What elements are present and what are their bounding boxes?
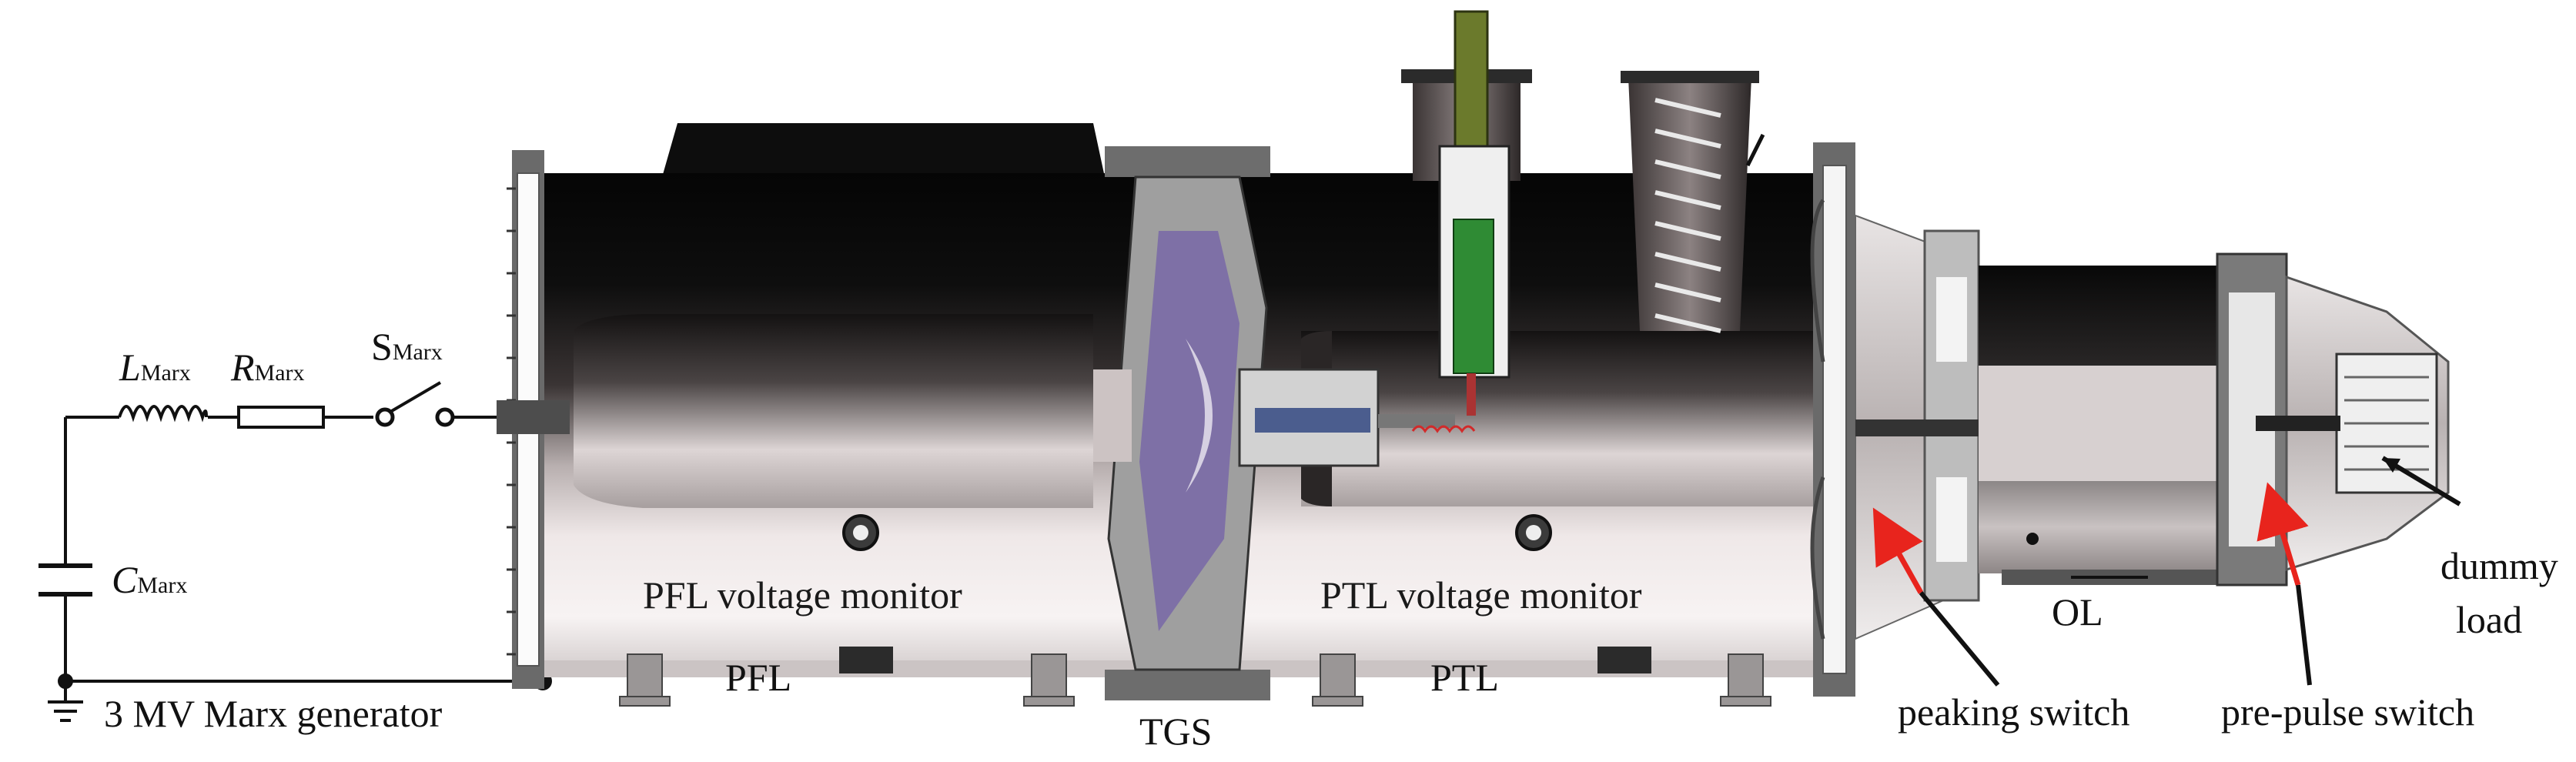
pfl-label: PFL (725, 656, 792, 699)
peaking-black-line (1919, 591, 2000, 687)
tgs-assembly (1105, 146, 1270, 700)
prepulse-rod (2256, 416, 2340, 431)
capacitor-subscript: Marx (137, 573, 188, 598)
switch-symbol: S (371, 325, 393, 368)
input-bushing (497, 400, 570, 434)
bottom-ports (839, 647, 1651, 673)
marx-circuit (38, 381, 552, 722)
ol-label: OL (2052, 590, 2103, 633)
tgs-flange-bottom (1105, 670, 1270, 700)
peaking-switch-body (1855, 214, 1980, 640)
capacitor-label: CMarx (112, 560, 187, 599)
tgs-electrode (1186, 339, 1213, 493)
callout-arrows (1872, 456, 2461, 687)
peaking-flange-window-top (1936, 277, 1967, 362)
peaking-switch-label: peaking switch (1898, 690, 2130, 734)
ol-port (2026, 533, 2039, 545)
right-flange-face (1822, 165, 1847, 674)
peaking-flange-window-bottom (1936, 477, 1967, 562)
prepulse-switch-assembly (2216, 252, 2450, 587)
prepulse-black-line (2296, 584, 2312, 686)
support-feet (619, 653, 1771, 707)
top-dome (662, 123, 1105, 177)
prepulse-switch-label: pre-pulse switch (2221, 690, 2475, 734)
coil-red (1411, 425, 1476, 433)
peaking-gap-rod (1855, 419, 1979, 436)
ol-inner (1979, 366, 2233, 481)
right-flange (1810, 142, 1855, 697)
resistor-box (237, 406, 325, 429)
trigger-structure (1238, 368, 1455, 467)
switch-contact-left (375, 407, 395, 427)
flange-ring-top (1810, 199, 1825, 363)
switch-subscript: Marx (392, 339, 443, 365)
ptl-monitor-port-inner (1526, 525, 1541, 540)
inductor-coil (118, 405, 208, 423)
resistor-subscript: Marx (254, 360, 305, 386)
dummy-label-line1: dummy (2441, 544, 2558, 587)
ground-symbol (48, 681, 83, 722)
switch-contact-right (435, 407, 455, 427)
spiral-pointer (1745, 133, 1765, 167)
resistor-label: RMarx (231, 348, 305, 386)
switch-label: SMarx (371, 327, 443, 366)
peaking-red-arrow (1872, 507, 1924, 594)
tgs-label: TGS (1139, 710, 1213, 753)
flange-ring-bottom (1810, 476, 1825, 640)
pfl-inner-conductor (574, 314, 1093, 508)
spiral-stack (1621, 71, 1765, 333)
marx-generator-label: 3 MV Marx generator (104, 692, 443, 735)
inductor-label: LMarx (119, 348, 191, 386)
dummy-load-arrowhead (2383, 458, 2400, 473)
resistor-symbol: R (231, 346, 255, 389)
trigger-needle (1467, 373, 1476, 416)
tgs-flange-top (1105, 146, 1270, 177)
trigger-core (1255, 408, 1370, 433)
ptl-voltage-monitor-label: PTL voltage monitor (1320, 573, 1642, 617)
prepulse-red-arrow (2257, 482, 2309, 587)
pfl-electrode (1093, 369, 1132, 462)
dummy-label-line2: load (2456, 598, 2523, 641)
pfl-monitor-port-inner (853, 525, 868, 540)
trigger-feedthrough (1401, 10, 1532, 433)
spiral-pot-cap (1621, 71, 1759, 83)
green-trigger-resistor (1453, 219, 1494, 374)
dummy-load-resistors (2344, 376, 2429, 471)
pfl-voltage-monitor-label: PFL voltage monitor (643, 573, 962, 617)
output-line (1979, 266, 2233, 585)
switch-blade (389, 381, 442, 413)
trigger-cable-out (1378, 414, 1455, 428)
inductor-symbol: L (119, 346, 141, 389)
olive-rod (1454, 10, 1489, 148)
spiral-lines (1654, 98, 1721, 333)
tgs-insulator-window (1139, 231, 1239, 631)
ptl-label: PTL (1430, 656, 1499, 699)
inductor-subscript: Marx (140, 360, 191, 386)
capacitor-symbol: C (112, 558, 138, 601)
